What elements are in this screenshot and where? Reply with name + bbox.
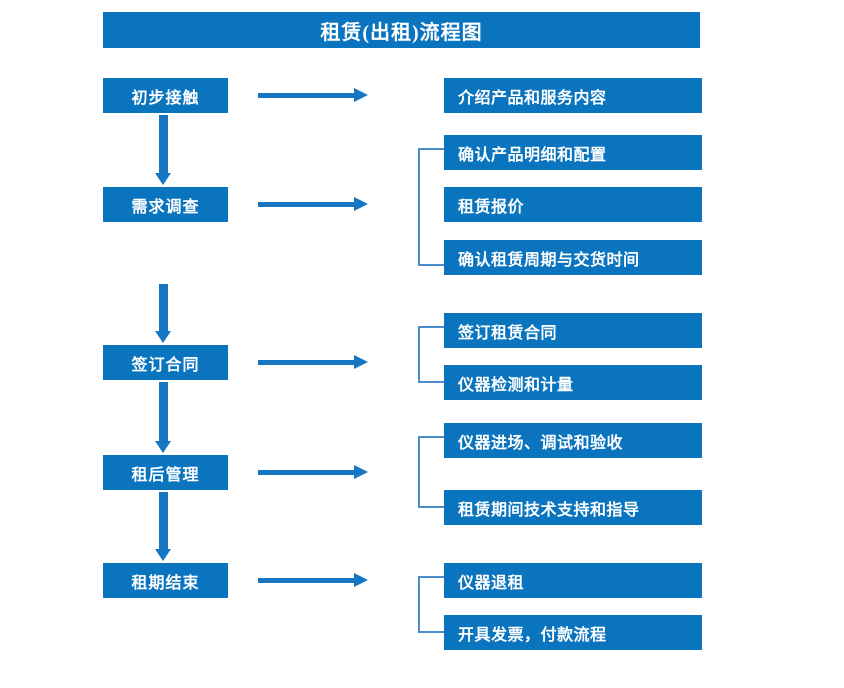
horizontal-arrow-stage-3 xyxy=(258,355,368,369)
vertical-arrow-1-to-2 xyxy=(155,115,171,185)
arrow-head-down-icon xyxy=(155,549,171,561)
stage-box-1[interactable]: 初步接触 xyxy=(103,78,228,113)
detail-box-5[interactable]: 签订租赁合同 xyxy=(444,313,702,348)
detail-box-10[interactable]: 开具发票，付款流程 xyxy=(444,615,702,650)
arrow-head-right-icon xyxy=(354,465,368,479)
arrow-stem xyxy=(258,93,354,98)
group-bracket-stage-2 xyxy=(418,148,444,266)
stage-box-5[interactable]: 租期结束 xyxy=(103,563,228,598)
arrow-head-right-icon xyxy=(354,355,368,369)
group-bracket-stage-5 xyxy=(418,576,444,633)
vertical-arrow-3-to-4 xyxy=(155,382,171,453)
arrow-stem xyxy=(258,360,354,365)
detail-box-3[interactable]: 租赁报价 xyxy=(444,187,702,222)
arrow-head-right-icon xyxy=(354,197,368,211)
detail-box-1[interactable]: 介绍产品和服务内容 xyxy=(444,78,702,113)
detail-box-4[interactable]: 确认租赁周期与交货时间 xyxy=(444,240,702,275)
detail-box-2[interactable]: 确认产品明细和配置 xyxy=(444,135,702,170)
arrow-stem xyxy=(258,470,354,475)
arrow-stem xyxy=(159,382,168,441)
stage-box-3[interactable]: 签订合同 xyxy=(103,345,228,380)
arrow-head-down-icon xyxy=(155,173,171,185)
arrow-stem xyxy=(258,578,354,583)
arrow-head-right-icon xyxy=(354,88,368,102)
detail-box-9[interactable]: 仪器退租 xyxy=(444,563,702,598)
arrow-head-down-icon xyxy=(155,331,171,343)
group-bracket-stage-4 xyxy=(418,436,444,508)
detail-box-6[interactable]: 仪器检测和计量 xyxy=(444,365,702,400)
arrow-stem xyxy=(159,492,168,549)
group-bracket-stage-3 xyxy=(418,326,444,383)
horizontal-arrow-stage-2 xyxy=(258,197,368,211)
stage-box-4[interactable]: 租后管理 xyxy=(103,455,228,490)
arrow-stem xyxy=(258,202,354,207)
page-title: 租赁(出租)流程图 xyxy=(103,12,700,48)
horizontal-arrow-stage-4 xyxy=(258,465,368,479)
stage-box-2[interactable]: 需求调查 xyxy=(103,187,228,222)
horizontal-arrow-stage-5 xyxy=(258,573,368,587)
arrow-head-down-icon xyxy=(155,441,171,453)
arrow-head-right-icon xyxy=(354,573,368,587)
detail-box-7[interactable]: 仪器进场、调试和验收 xyxy=(444,423,702,458)
arrow-stem xyxy=(159,115,168,173)
horizontal-arrow-stage-1 xyxy=(258,88,368,102)
vertical-arrow-2-to-3 xyxy=(155,284,171,343)
detail-box-8[interactable]: 租赁期间技术支持和指导 xyxy=(444,490,702,525)
arrow-stem xyxy=(159,284,168,331)
vertical-arrow-4-to-5 xyxy=(155,492,171,561)
